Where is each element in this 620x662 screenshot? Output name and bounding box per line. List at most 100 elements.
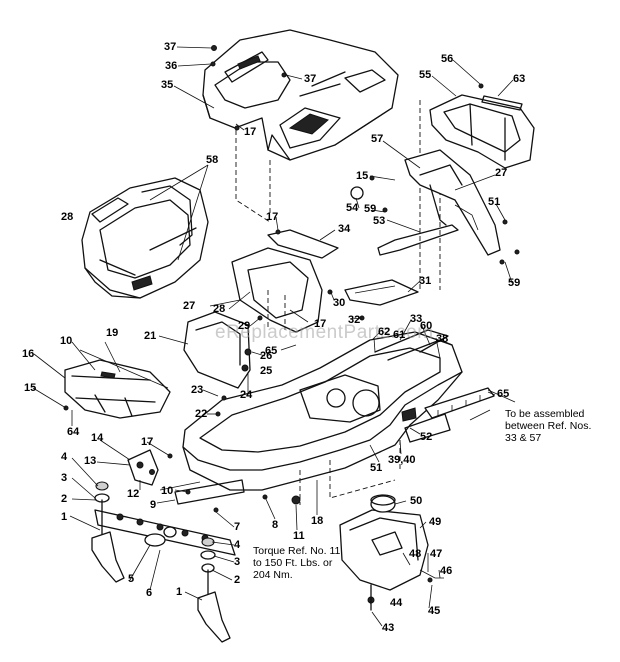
callout-25: 25 (260, 365, 273, 377)
callout-50: 50 (410, 495, 423, 507)
callout-46: 46 (440, 565, 453, 577)
callout-45: 45 (428, 605, 441, 617)
callout-31: 31 (419, 275, 432, 287)
callout-65: 65 (265, 345, 278, 357)
callout-24: 24 (240, 389, 253, 401)
callout-36: 36 (165, 60, 178, 72)
callout-49: 49 (429, 516, 442, 528)
callout-30: 30 (333, 297, 346, 309)
callout-10: 10 (161, 485, 174, 497)
callout-47: 47 (430, 548, 443, 560)
callout-26: 26 (260, 350, 273, 362)
watermark: eReplacementParts.com (215, 322, 434, 343)
side-rail-part (424, 387, 516, 419)
callout-48: 48 (409, 548, 422, 560)
callout-5: 5 (128, 573, 135, 585)
callout-22: 22 (195, 408, 208, 420)
callout-51: 51 (488, 196, 501, 208)
callout-11: 11 (293, 530, 305, 542)
callout-52: 52 (420, 431, 433, 443)
fuel-tank-part (339, 494, 444, 611)
callout-13: 13 (84, 455, 97, 467)
torque-note-line1: Torque Ref. No. 11 (253, 545, 341, 557)
callout-60: 60 (420, 320, 433, 332)
callout-7: 7 (234, 521, 241, 533)
callout-38: 38 (436, 333, 449, 345)
callout-17: 17 (266, 211, 279, 223)
callout-14: 14 (91, 432, 104, 444)
dash-console-part (202, 29, 399, 161)
callout-59: 59 (508, 277, 521, 289)
torque-note-line3: 204 Nm. (253, 569, 293, 581)
callout-34: 34 (338, 223, 351, 235)
front-axle-part (94, 509, 236, 556)
control-lever-part (350, 149, 501, 256)
floor-plate-part (267, 229, 419, 306)
callout-37: 37 (164, 41, 177, 53)
assembly-note-line2: between Ref. Nos. (505, 420, 592, 432)
seat-part (81, 177, 209, 299)
callout-2: 2 (61, 493, 68, 505)
torque-note-line2: to 150 Ft. Lbs. or (253, 557, 333, 569)
callout-8: 8 (272, 519, 279, 531)
callout-64: 64 (67, 426, 80, 438)
callout-27: 27 (183, 300, 196, 312)
callout-61: 61 (393, 329, 406, 341)
callout-17: 17 (141, 436, 154, 448)
front-hood-part (64, 349, 171, 419)
callout-28: 28 (61, 211, 74, 223)
callout-35: 35 (161, 79, 174, 91)
callout-10: 10 (60, 335, 73, 347)
seat-support-part (231, 247, 323, 333)
callout-17: 17 (314, 318, 327, 330)
callout-59: 59 (364, 203, 377, 215)
assembly-note-line1: To be assembled (505, 408, 585, 420)
callout-51: 51 (370, 462, 383, 474)
callout-17: 17 (244, 126, 257, 138)
rear-panel-part (429, 94, 535, 169)
callout-65: 65 (497, 388, 510, 400)
callout-23: 23 (191, 384, 204, 396)
leader-lines (32, 46, 514, 627)
callout-1: 1 (176, 586, 183, 598)
callout-4: 4 (234, 539, 241, 551)
assembly-note: To be assembled between Ref. Nos. 33 & 5… (505, 408, 591, 444)
callout-15: 15 (24, 382, 37, 394)
callout-19: 19 (106, 327, 119, 339)
callout-15: 15 (356, 170, 369, 182)
callout-32: 32 (348, 314, 361, 326)
left-spindle-part (91, 481, 125, 583)
callout-29: 29 (238, 320, 251, 332)
axle-mount-part (127, 449, 245, 505)
callout-3: 3 (234, 556, 241, 568)
callout-43: 43 (382, 622, 395, 634)
callout-3: 3 (61, 472, 68, 484)
callout-53: 53 (373, 215, 386, 227)
main-frame-part (182, 329, 463, 491)
callout-54: 54 (346, 202, 359, 214)
callout-28: 28 (213, 303, 226, 315)
callout-12: 12 (127, 488, 140, 500)
assembly-note-line3: 33 & 57 (505, 432, 542, 444)
callout-9: 9 (150, 499, 157, 511)
callout-58: 58 (206, 154, 219, 166)
callout-21: 21 (144, 330, 157, 342)
callout-2: 2 (234, 574, 241, 586)
callout-18: 18 (311, 515, 324, 527)
callout-62: 62 (378, 326, 391, 338)
callout-56: 56 (441, 53, 454, 65)
callout-63: 63 (513, 73, 526, 85)
right-spindle-part (197, 537, 231, 643)
callout-27: 27 (495, 167, 508, 179)
callout-33: 33 (410, 313, 423, 325)
callout-55: 55 (419, 69, 432, 81)
callout-16: 16 (22, 348, 35, 360)
callout-1: 1 (61, 511, 68, 523)
callout-44: 44 (390, 597, 403, 609)
callout-57: 57 (371, 133, 384, 145)
callout-4: 4 (61, 451, 68, 463)
callout-37: 37 (304, 73, 317, 85)
callout-6: 6 (146, 587, 153, 599)
